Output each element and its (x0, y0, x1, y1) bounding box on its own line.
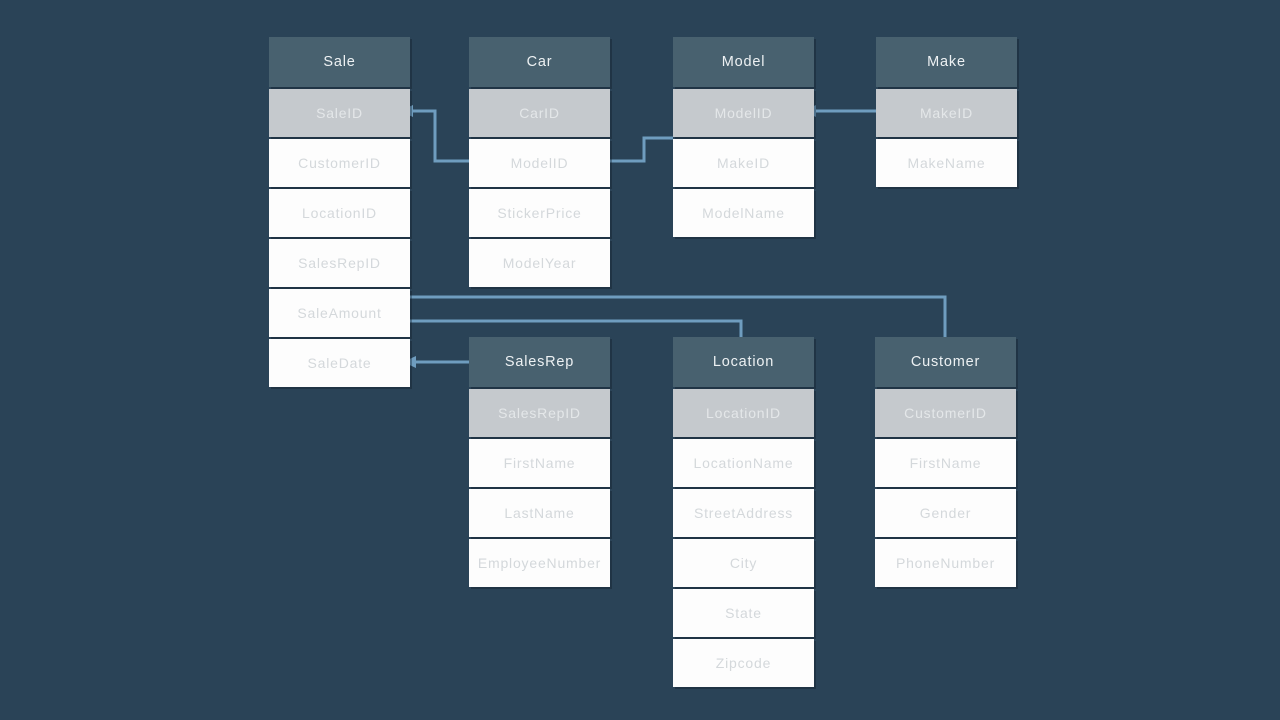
table-customer: Customer CustomerID FirstName Gender Pho… (875, 337, 1016, 587)
table-field: PhoneNumber (875, 539, 1016, 587)
table-salesrep: SalesRep SalesRepID FirstName LastName E… (469, 337, 610, 587)
table-field: StreetAddress (673, 489, 814, 537)
table-field: City (673, 539, 814, 587)
table-field: MakeName (876, 139, 1017, 187)
table-title: Customer (875, 337, 1016, 387)
table-field: EmployeeNumber (469, 539, 610, 587)
table-field: LocationName (673, 439, 814, 487)
key-field: MakeID (876, 89, 1017, 137)
table-field: State (673, 589, 814, 637)
table-model: Model ModelID MakeID ModelName (673, 37, 814, 237)
key-field: SalesRepID (469, 389, 610, 437)
connector-sale-customer (410, 295, 947, 337)
table-make: Make MakeID MakeName (876, 37, 1017, 187)
table-field: LastName (469, 489, 610, 537)
table-field: LocationID (269, 189, 410, 237)
table-field: ModelName (673, 189, 814, 237)
table-field: ModelYear (469, 239, 610, 287)
table-title: Make (876, 37, 1017, 87)
table-title: SalesRep (469, 337, 610, 387)
connector-sale-car (410, 109, 469, 163)
table-title: Model (673, 37, 814, 87)
connector-sale-location (410, 319, 743, 337)
key-field: ModelID (673, 89, 814, 137)
table-title: Car (469, 37, 610, 87)
table-field: SaleDate (269, 339, 410, 387)
table-title: Sale (269, 37, 410, 87)
key-field: CarID (469, 89, 610, 137)
key-field: LocationID (673, 389, 814, 437)
table-field: ModelID (469, 139, 610, 187)
table-field: CustomerID (269, 139, 410, 187)
key-field: SaleID (269, 89, 410, 137)
table-field: StickerPrice (469, 189, 610, 237)
table-field: MakeID (673, 139, 814, 187)
table-field: SaleAmount (269, 289, 410, 337)
table-title: Location (673, 337, 814, 387)
table-field: SalesRepID (269, 239, 410, 287)
table-field: Zipcode (673, 639, 814, 687)
table-field: FirstName (875, 439, 1016, 487)
table-field: Gender (875, 489, 1016, 537)
key-field: CustomerID (875, 389, 1016, 437)
table-location: Location LocationID LocationName StreetA… (673, 337, 814, 687)
connector-car-model (610, 136, 673, 163)
table-field: FirstName (469, 439, 610, 487)
table-sale: Sale SaleID CustomerID LocationID SalesR… (269, 37, 410, 387)
table-car: Car CarID ModelID StickerPrice ModelYear (469, 37, 610, 287)
